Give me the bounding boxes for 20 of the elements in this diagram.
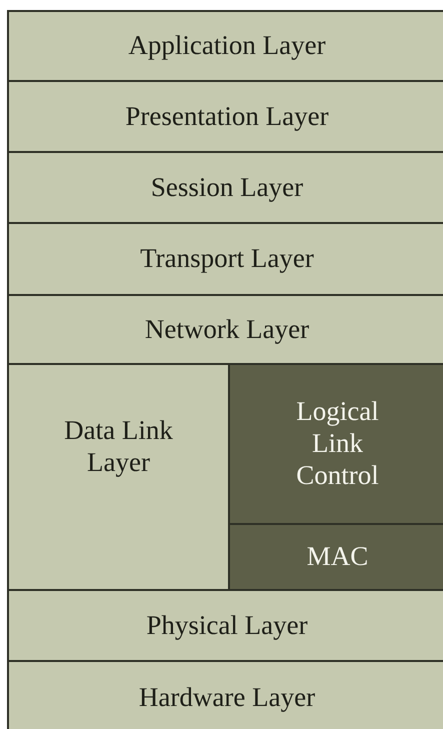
layer-band bbox=[7, 363, 230, 591]
layer-band bbox=[7, 10, 443, 82]
layer-band bbox=[7, 222, 443, 296]
layer-band bbox=[7, 294, 443, 365]
layer-label: Session Layer bbox=[150, 172, 304, 204]
layer-band bbox=[7, 151, 443, 224]
layer-label: Logical Link Control bbox=[295, 396, 380, 492]
layer-band bbox=[7, 80, 443, 153]
layer-label: Hardware Layer bbox=[138, 682, 316, 714]
layer-label: Application Layer bbox=[128, 30, 326, 62]
layer-band bbox=[7, 660, 443, 729]
layer-band bbox=[7, 589, 443, 662]
layer-label: Presentation Layer bbox=[125, 100, 329, 132]
layer-label: Physical Layer bbox=[146, 610, 308, 642]
layer-label: MAC bbox=[306, 541, 370, 573]
sublayer-box bbox=[228, 523, 443, 591]
layer-label: Data Link Layer bbox=[63, 415, 174, 479]
layer-label: Network Layer bbox=[144, 314, 310, 346]
sublayer-box bbox=[228, 363, 443, 525]
layer-label: Transport Layer bbox=[140, 243, 314, 275]
